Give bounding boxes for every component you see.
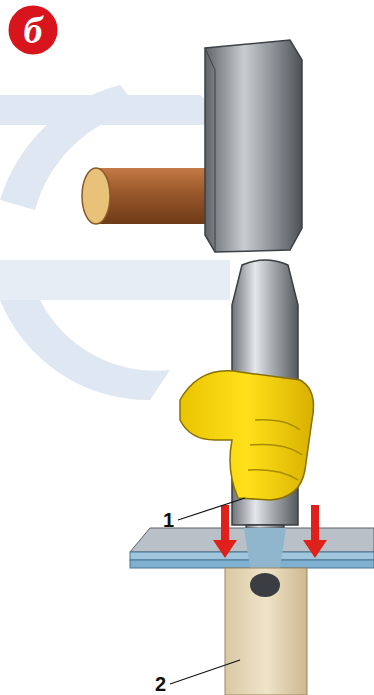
sheet-hole [244, 528, 286, 568]
force-arrow [303, 505, 327, 558]
leader-line [170, 660, 240, 684]
handle-end [82, 168, 110, 224]
callout-number: 1 [163, 510, 174, 530]
hammer-edge [205, 48, 215, 252]
badge-circle [7, 4, 59, 56]
callout-number: 2 [155, 674, 166, 694]
punched-slug [250, 573, 280, 597]
force-arrow [213, 505, 237, 558]
watermark-band [0, 260, 230, 300]
watermark-arc [0, 300, 170, 400]
badge-letter: б [8, 11, 58, 49]
support-block [225, 568, 307, 695]
hammer-head [205, 40, 302, 252]
leader-line [178, 498, 245, 520]
glove-fingers [248, 420, 302, 480]
glove-hand [180, 371, 314, 500]
hammer-handle [95, 168, 210, 224]
